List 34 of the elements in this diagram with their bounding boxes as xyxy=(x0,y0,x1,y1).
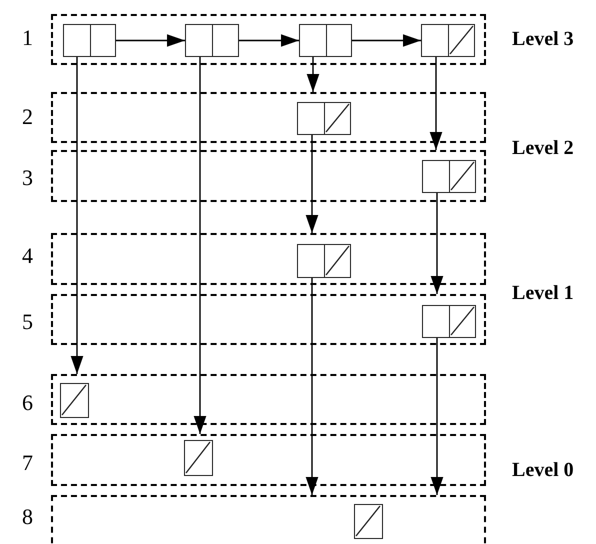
null-pointer-cell xyxy=(184,440,213,476)
row-number: 5 xyxy=(22,311,33,333)
null-pointer-cell xyxy=(354,504,383,539)
pointer-arrow xyxy=(430,193,444,294)
list-node-box xyxy=(185,24,239,57)
list-node-box xyxy=(421,24,475,57)
level-label: Level 1 xyxy=(512,282,574,305)
list-node-box xyxy=(297,244,351,278)
pointer-arrow xyxy=(306,278,318,495)
list-node-box xyxy=(297,102,351,135)
pointer-arrow xyxy=(430,338,444,495)
row-number: 4 xyxy=(22,245,33,267)
row-number: 1 xyxy=(22,27,33,49)
row-number: 8 xyxy=(22,506,33,528)
row-number: 7 xyxy=(22,452,33,474)
pointer-arrow xyxy=(306,57,320,92)
row-number: 6 xyxy=(22,392,33,414)
level-label: Level 0 xyxy=(512,459,574,482)
null-pointer-cell xyxy=(60,383,89,418)
pointer-arrow xyxy=(116,34,185,47)
list-node-box xyxy=(422,305,476,338)
pointer-arrow xyxy=(306,135,318,233)
pointer-arrow xyxy=(194,57,206,434)
pointer-arrow xyxy=(430,57,442,150)
pointer-arrow xyxy=(70,57,84,374)
list-node-box xyxy=(422,160,476,193)
level-label: Level 3 xyxy=(512,28,574,51)
row-number: 2 xyxy=(22,106,33,128)
level-label: Level 2 xyxy=(512,137,574,160)
pointer-arrow xyxy=(352,34,421,47)
row-number: 3 xyxy=(22,167,33,189)
list-node-box xyxy=(63,24,116,57)
pointer-arrow xyxy=(239,34,299,47)
list-node-box xyxy=(299,24,352,57)
